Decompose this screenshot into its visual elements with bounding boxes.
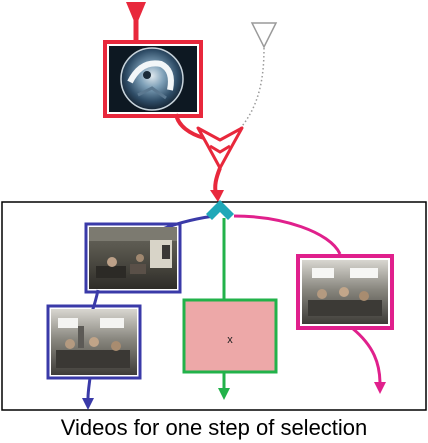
magenta-video-thumbnail bbox=[302, 260, 388, 324]
green-empty-video-slot bbox=[182, 298, 278, 374]
diagram-caption: Videos for one step of selection bbox=[60, 415, 368, 440]
merge-to-selection-arrowhead bbox=[210, 190, 224, 202]
green-exit-arrowhead bbox=[218, 388, 230, 400]
selection-step-box bbox=[1, 201, 427, 411]
source-to-merge-connector bbox=[174, 113, 205, 140]
merge-node-inner bbox=[209, 144, 231, 154]
source-video-thumbnail bbox=[109, 46, 197, 112]
blue-branch-exit bbox=[86, 377, 92, 399]
magenta-video-frame bbox=[296, 254, 394, 330]
gray-branch-triangle bbox=[250, 22, 278, 49]
blue-video-1-thumbnail bbox=[89, 227, 177, 289]
magenta-exit-arrowhead bbox=[374, 382, 386, 394]
source-video-frame bbox=[103, 40, 203, 118]
blue-video-1-frame bbox=[84, 222, 182, 294]
split-node-icon bbox=[206, 200, 234, 220]
magenta-branch-curve bbox=[233, 214, 342, 255]
top-red-arrowhead bbox=[126, 2, 146, 26]
blue-video-2-frame bbox=[46, 304, 142, 380]
empty-slot-label: x bbox=[227, 334, 233, 346]
magenta-branch-down bbox=[351, 326, 382, 385]
blue-video-2-thumbnail bbox=[51, 309, 137, 375]
merge-node-icon bbox=[196, 126, 244, 170]
gray-branch-dotted-line bbox=[232, 47, 265, 137]
blue-exit-arrowhead bbox=[82, 398, 94, 410]
